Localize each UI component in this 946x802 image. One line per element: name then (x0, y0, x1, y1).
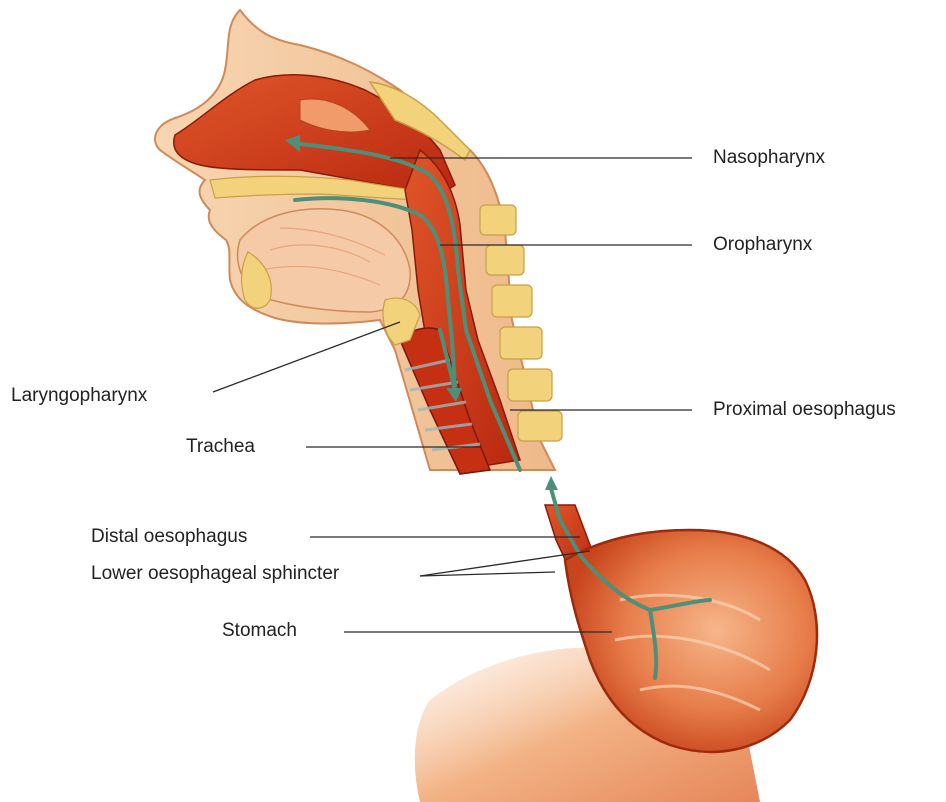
label-stomach: Stomach (222, 620, 297, 642)
label-lower-oesophageal-sphincter: Lower oesophageal sphincter (91, 563, 339, 585)
label-proximal-oesophagus: Proximal oesophagus (713, 399, 896, 421)
label-laryngopharynx: Laryngopharynx (11, 385, 147, 407)
label-oropharynx: Oropharynx (713, 234, 812, 256)
label-trachea: Trachea (186, 436, 255, 458)
label-nasopharynx: Nasopharynx (713, 147, 825, 169)
label-distal-oesophagus: Distal oesophagus (91, 526, 247, 548)
